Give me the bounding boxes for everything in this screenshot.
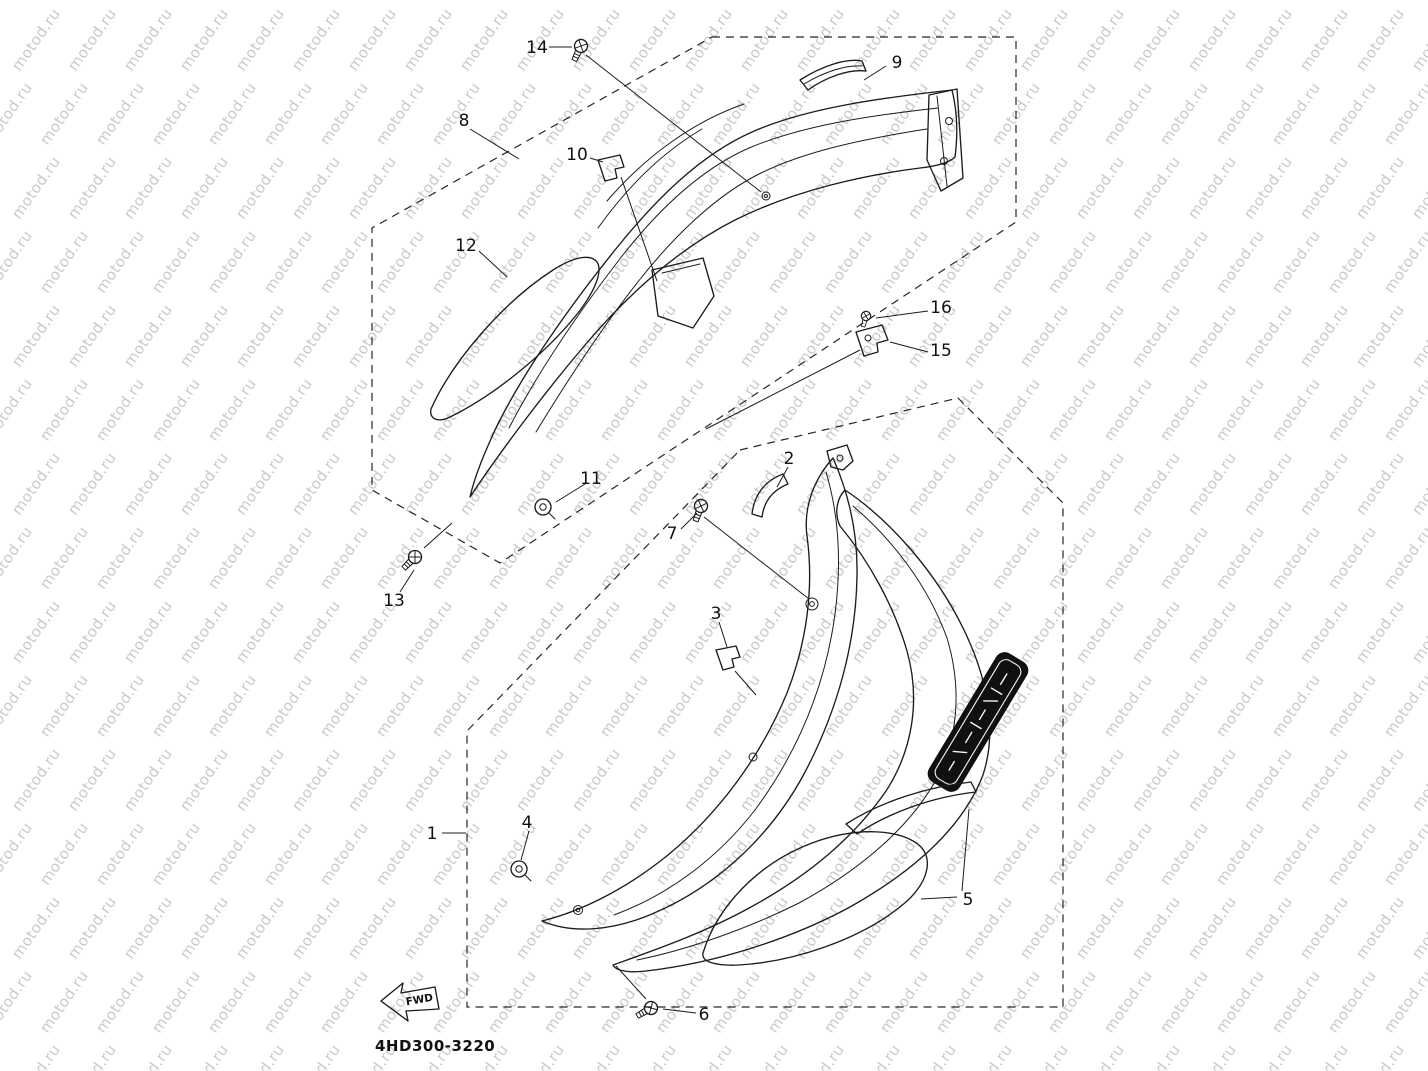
tail-cover-outline [469, 89, 958, 498]
leader-line [863, 65, 887, 81]
leader-lines [399, 46, 970, 1014]
callout-11: 11 [580, 469, 602, 489]
upper-assembly-boundary [371, 36, 1017, 564]
trim-strip-2 [751, 473, 789, 518]
leader-line [589, 157, 604, 163]
lower-assembly-boundary [466, 397, 1064, 1008]
leader-line [718, 621, 728, 648]
callout-15: 15 [930, 341, 952, 361]
second-cover-edge-1 [606, 103, 745, 202]
leader-line [399, 569, 415, 593]
trim-strip-9 [799, 59, 867, 91]
leader-line [776, 466, 789, 488]
clip-10 [597, 154, 625, 182]
callout-10: 10 [566, 145, 588, 165]
leader-line [478, 250, 508, 278]
screw-7-icon [692, 498, 709, 523]
callout-8: 8 [459, 111, 470, 131]
decal-panel-12 [430, 256, 600, 421]
callout-12: 12 [455, 236, 477, 256]
screw-14-icon [571, 38, 589, 63]
leader-line [961, 808, 970, 892]
callout-labels: 14 9 8 10 12 16 15 11 2 7 13 3 1 4 5 6 [383, 38, 973, 1025]
grommet-4-icon [510, 860, 532, 882]
leader-line [703, 516, 810, 600]
second-cover-edge-2 [597, 128, 703, 229]
fwd-arrow: FWD [380, 982, 440, 1022]
bracket-15 [855, 324, 889, 357]
callout-3: 3 [711, 604, 722, 624]
screw-6-icon [635, 1000, 659, 1019]
callout-6: 6 [699, 1005, 710, 1025]
leader-line [585, 54, 762, 193]
fwd-arrow-label: FWD [405, 992, 434, 1009]
callout-13: 13 [383, 591, 405, 611]
fwd-arrow-icon [380, 982, 440, 1022]
leader-line [423, 522, 453, 549]
center-bracket [651, 191, 771, 329]
part-code: 4HD300-3220 [375, 1037, 495, 1055]
callout-7: 7 [667, 524, 678, 544]
leader-line [875, 310, 929, 319]
tail-bracket [926, 88, 964, 192]
decal-panel-5 [702, 831, 929, 966]
side-cover-inner-panel [541, 457, 858, 930]
callout-9: 9 [892, 53, 903, 73]
leader-line [555, 483, 586, 503]
grommet-11-icon [534, 498, 556, 520]
leader-line [469, 128, 520, 160]
model-badge-decal [927, 652, 1029, 792]
leader-line [705, 349, 861, 430]
lower-assembly [510, 444, 1029, 1019]
callout-16: 16 [930, 298, 952, 318]
leader-line [620, 176, 658, 282]
screw-13-icon [401, 549, 423, 571]
callout-2: 2 [784, 449, 795, 469]
panel-holes [573, 597, 819, 915]
callout-5: 5 [963, 890, 974, 910]
upper-assembly [401, 38, 964, 571]
leader-line [680, 512, 698, 530]
side-cover-inner-contour [613, 471, 839, 916]
callout-14: 14 [526, 38, 548, 58]
callout-1: 1 [427, 824, 438, 844]
tail-cover-contour-1 [508, 107, 939, 429]
leader-line [615, 965, 647, 1000]
decal-stripe-5 [845, 781, 977, 835]
tail-cover-contour-2 [535, 128, 928, 433]
leader-line [734, 670, 757, 696]
leader-line [520, 830, 530, 861]
callout-4: 4 [522, 813, 533, 833]
screw-16-icon [860, 310, 872, 328]
leader-line [662, 1008, 697, 1014]
leader-line [920, 896, 958, 900]
clip-3 [715, 645, 741, 671]
leader-line [889, 341, 929, 353]
cover-top-tab [826, 444, 854, 471]
side-cover-outer-contour [636, 505, 957, 961]
